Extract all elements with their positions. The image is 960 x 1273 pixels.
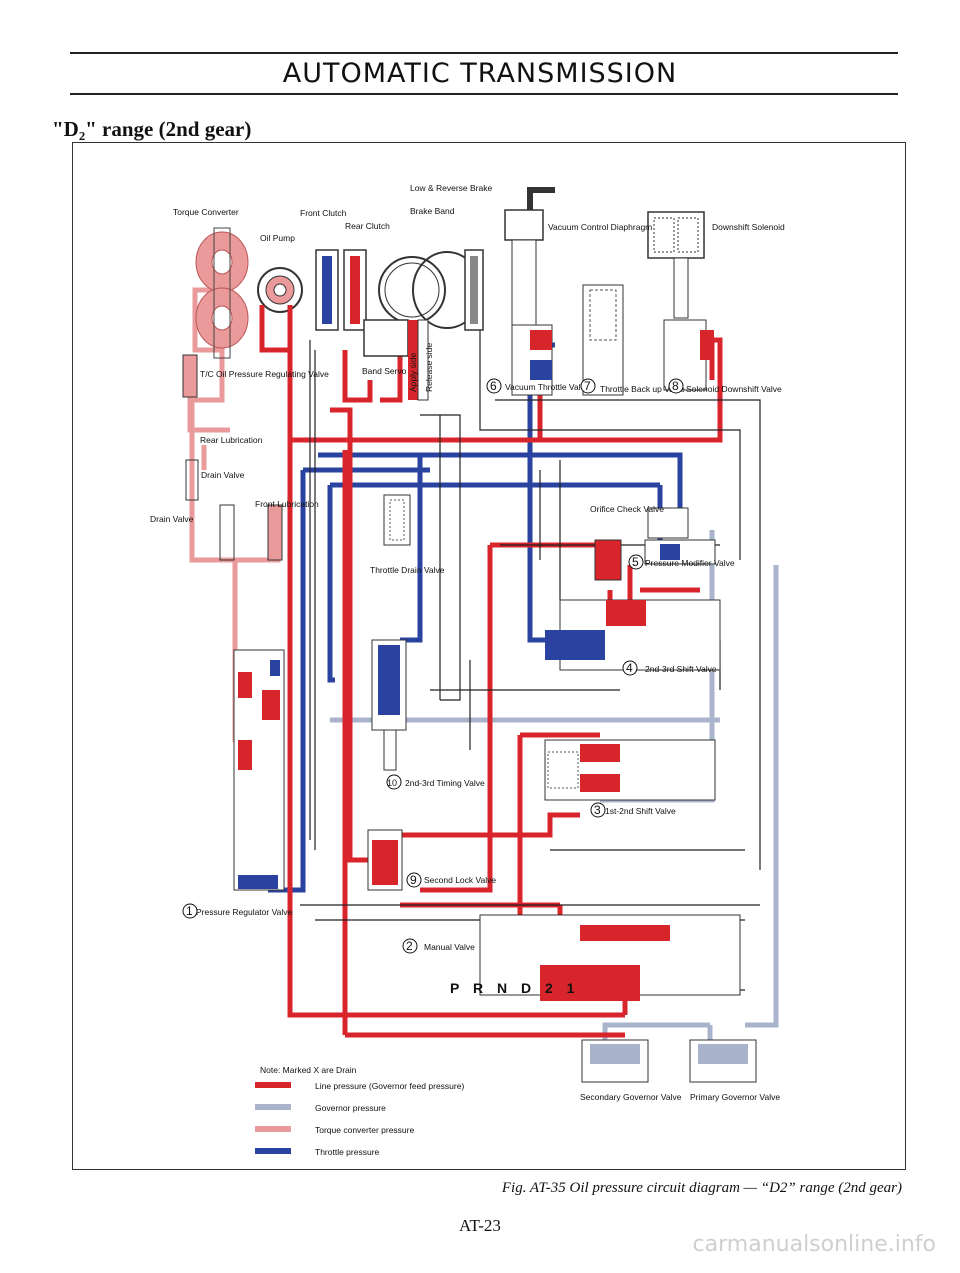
legend-note: Note: Marked X are Drain (260, 1065, 357, 1075)
valve-number-8: 8 (672, 379, 679, 393)
throttle-backup-valve (582, 284, 624, 396)
watermark: carmanualsonline.info (692, 1232, 936, 1257)
pressure-regulator-valve (233, 649, 285, 891)
shift-valve-1-2 (544, 739, 716, 801)
legend-swatch-governor (255, 1104, 291, 1110)
valve-number-3: 3 (594, 803, 601, 817)
figure-caption: Fig. AT-35 Oil pressure circuit diagram … (501, 1180, 902, 1196)
legend-label-torque: Torque converter pressure (315, 1125, 414, 1135)
oil-pump (257, 267, 303, 353)
valve-number-5: 5 (632, 555, 639, 569)
page-title: AUTOMATIC TRANSMISSION (282, 58, 678, 89)
drain-valve (219, 504, 283, 561)
valve-number-10: 10 (387, 778, 397, 788)
orifice-check-valve (647, 507, 689, 539)
label-pressure-regulator: Pressure Regulator Valve (196, 907, 292, 917)
drain-valve-small (185, 459, 199, 501)
valve-number-1: 1 (186, 904, 193, 918)
pressure-modifier-valve (594, 539, 716, 581)
label-pressure-modifier: Pressure Modifier Valve (645, 558, 735, 568)
valve-number-7: 7 (584, 379, 591, 393)
label-oil-pump: Oil Pump (260, 233, 295, 243)
section-title: "D₂" range (2nd gear) (52, 117, 252, 141)
band-servo (363, 319, 429, 401)
diagram-frame (72, 142, 906, 1170)
shift-valve-2-3 (545, 599, 721, 671)
label-low-reverse-brake: Low & Reverse Brake (410, 183, 492, 193)
label-orifice-check: Orifice Check Valve (590, 504, 664, 514)
throttle-circuit (268, 342, 683, 893)
header-rule-bottom (70, 93, 898, 95)
header-rule-top (70, 52, 898, 54)
label-vacuum-control: Vacuum Control Diaphragm (548, 222, 652, 232)
rear-clutch (343, 249, 367, 331)
valve-number-4: 4 (626, 661, 633, 675)
label-apply-side: Apply side (408, 353, 418, 392)
label-downshift-solenoid: Downshift Solenoid (712, 222, 785, 232)
selector-positions: P R N D 2 1 (450, 980, 579, 996)
label-timing-2-3: 2nd-3rd Timing Valve (405, 778, 485, 788)
legend-label-line: Line pressure (Governor feed pressure) (315, 1081, 464, 1091)
label-torque-converter: Torque Converter (173, 207, 239, 217)
label-rear-lubrication: Rear Lubrication (200, 435, 263, 445)
label-front-lubrication: Front Lubrication (255, 499, 319, 509)
manual-valve (479, 914, 741, 1001)
legend: Note: Marked X are Drain Line pressure (… (255, 1065, 464, 1157)
label-manual-valve: Manual Valve (424, 942, 475, 952)
low-reverse-brake (412, 249, 484, 331)
legend-swatch-line (255, 1082, 291, 1088)
legend-label-throttle: Throttle pressure (315, 1147, 380, 1157)
throttle-drain-valve (383, 494, 411, 546)
legend-label-governor: Governor pressure (315, 1103, 386, 1113)
label-drain-valve-small: Drain Valve (201, 470, 245, 480)
label-tc-valve: T/C Oil Pressure Regulating Valve (200, 369, 329, 379)
valve-number-9: 9 (410, 873, 417, 887)
label-second-lock: Second Lock Valve (424, 875, 496, 885)
label-drain-valve: Drain Valve (150, 514, 194, 524)
label-throttle-backup: Throttle Back up Valve (600, 384, 685, 394)
label-release-side: Release side (424, 343, 434, 392)
label-vacuum-throttle: Vacuum Throttle Valve (505, 382, 590, 392)
timing-valve-2-3 (371, 639, 407, 771)
line-pressure-circuit (287, 327, 723, 1038)
valve-number-2: 2 (406, 939, 413, 953)
label-secondary-governor: Secondary Governor Valve (580, 1092, 682, 1102)
label-shift-2-3: 2nd-3rd Shift Valve (645, 664, 717, 674)
label-primary-governor: Primary Governor Valve (690, 1092, 780, 1102)
secondary-governor-valve (581, 1039, 649, 1083)
label-rear-clutch: Rear Clutch (345, 221, 390, 231)
legend-swatch-torque (255, 1126, 291, 1132)
torque-converter (195, 227, 249, 359)
label-throttle-drain: Throttle Drain Valve (370, 565, 445, 575)
primary-governor-valve (689, 1039, 757, 1083)
vacuum-control-diaphragm (504, 187, 555, 396)
valve-number-markers: 1 2 3 4 5 6 7 8 9 10 (182, 378, 684, 954)
label-band-servo: Band Servo (362, 366, 407, 376)
downshift-solenoid (647, 211, 714, 391)
label-solenoid-downshift: Solenoid Downshift Valve (686, 384, 782, 394)
label-shift-1-2: 1st-2nd Shift Valve (605, 806, 676, 816)
second-lock-valve (367, 829, 403, 891)
label-front-clutch: Front Clutch (300, 208, 347, 218)
label-brake-band: Brake Band (410, 206, 455, 216)
tc-regulating-valve (182, 354, 198, 398)
legend-swatch-throttle (255, 1148, 291, 1154)
page-number: AT-23 (459, 1216, 501, 1235)
valve-number-6: 6 (490, 379, 497, 393)
front-clutch (315, 249, 339, 331)
